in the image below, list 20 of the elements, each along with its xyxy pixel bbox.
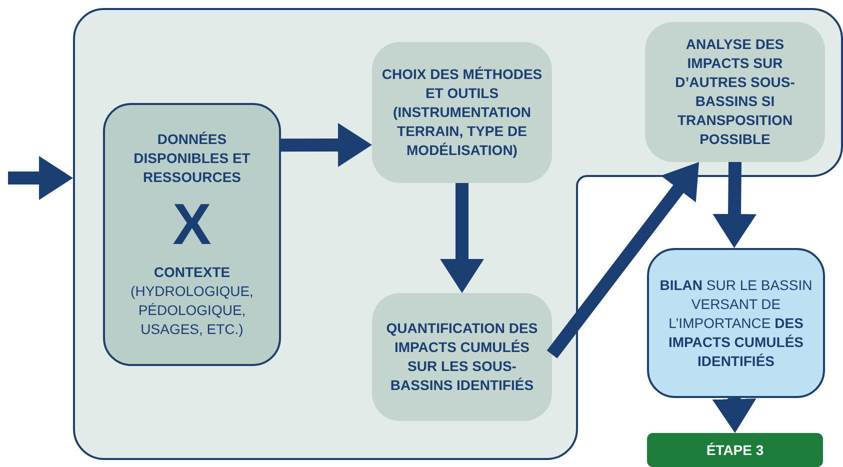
cross-mark: X xyxy=(172,195,212,255)
rounded-box xyxy=(647,248,825,398)
node-text: (HYDROLOGIQUE, PÉDOLOGIQUE, USAGES, ETC.) xyxy=(130,282,254,339)
process-box xyxy=(645,22,825,162)
node-text: CHOIX DES MÉTHODES ET OUTILS (INSTRUMENTATION TERRAIN, TYPE DE MODÉLISATION) xyxy=(380,65,544,160)
node-heading: DONNÉES DISPONIBLES ET RESSOURCES xyxy=(132,130,252,187)
arrow xyxy=(440,183,484,293)
process-box xyxy=(372,293,552,421)
node-text: QUANTIFICATION DES IMPACTS CUMULÉS SUR LES SOUS-BASSINS IDENTIFIÉS xyxy=(385,319,539,395)
node-text: BILAN SUR LE BASSIN VERSANT DE L’IMPORTANCE DES IMPACTS CUMULÉS IDENTIFIÉS xyxy=(658,276,814,370)
arrow xyxy=(8,156,74,200)
node-text: ÉTAPE 3 xyxy=(706,440,764,460)
node-text: ANALYSE DES IMPACTS SUR D’AUTRES SOUS-BASSINS SI TRANSPOSITION POSSIBLE xyxy=(674,35,796,149)
arrow xyxy=(281,122,372,167)
process-box xyxy=(372,42,552,183)
arrow xyxy=(712,398,756,434)
arrow xyxy=(712,162,757,248)
rounded-box xyxy=(103,103,281,366)
node-heading: CONTEXTE xyxy=(154,263,230,282)
step-badge xyxy=(647,433,823,467)
